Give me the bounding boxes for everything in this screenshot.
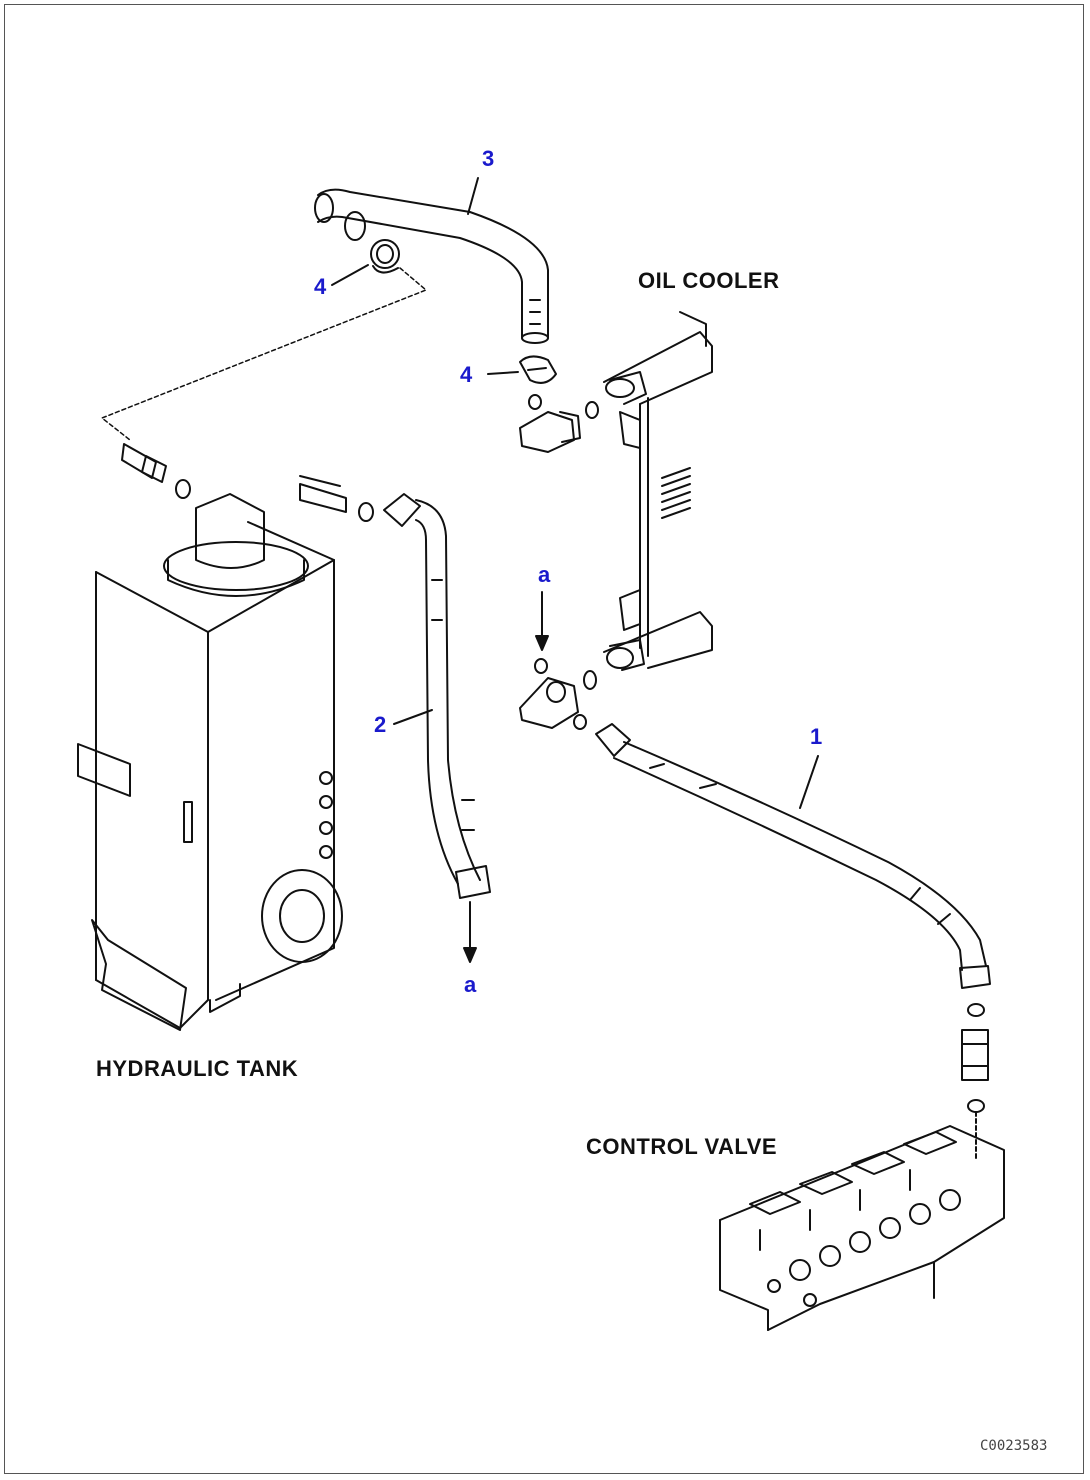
hose-1 [595, 723, 991, 989]
dash-line-hose3-tank [101, 267, 427, 441]
hydraulic-tank [77, 475, 347, 1031]
drawing-code: C0023583 [980, 1438, 1048, 1454]
callout-1: 1 [810, 724, 823, 749]
leader-1 [799, 755, 819, 809]
tank-fitting [121, 443, 191, 499]
leader-4-upper [331, 264, 369, 286]
leader-4-lower [487, 371, 519, 375]
hydraulic-tank-label: HYDRAULIC TANK [96, 1056, 299, 1081]
callout-4-upper: 4 [314, 274, 327, 299]
hose-3-tube [314, 188, 549, 344]
callout-4-lower: 4 [460, 362, 473, 387]
oil-cooler-label: OIL COOLER [638, 268, 780, 293]
callout-a-top: a [538, 562, 551, 587]
leader-3 [467, 177, 479, 215]
clamp-4-upper [370, 239, 400, 274]
arrow-a-bottom-head [463, 947, 477, 963]
cooler-upper-fitting [519, 394, 599, 453]
leader-2 [393, 709, 433, 725]
cooler-lower-fitting [519, 658, 597, 730]
diagram-frame [4, 4, 1084, 1474]
callout-3: 3 [482, 146, 495, 171]
arrow-a-top-head [535, 635, 549, 651]
control-valve-fitting [961, 1003, 989, 1159]
oil-cooler [603, 311, 713, 671]
hose-2 [358, 493, 491, 899]
control-valve [719, 1125, 1005, 1331]
callout-a-bottom: a [464, 972, 477, 997]
callout-2: 2 [374, 712, 387, 737]
clamp-4-lower [519, 355, 557, 384]
control-valve-label: CONTROL VALVE [586, 1134, 778, 1159]
